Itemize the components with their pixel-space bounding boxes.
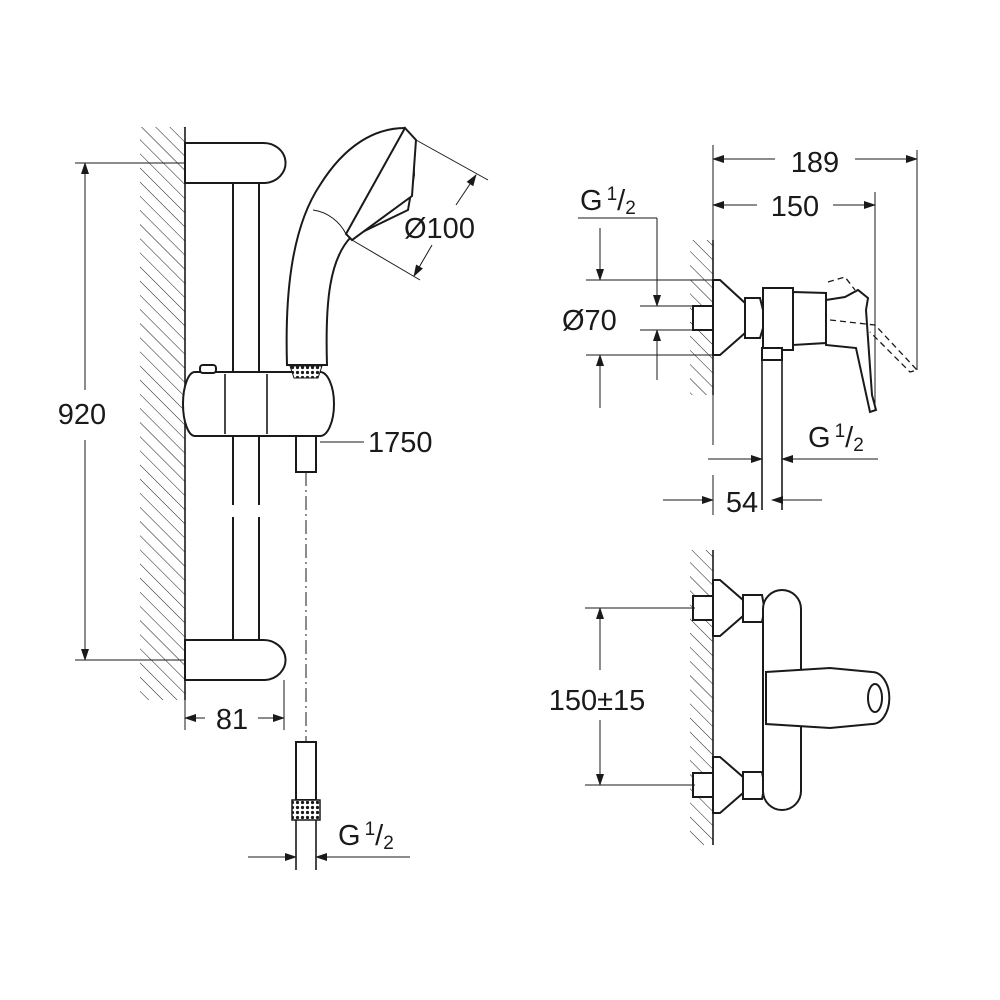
mixer-body [762,287,794,351]
lever-open-position [827,276,919,373]
hose-connector-knurl [289,365,323,379]
top-escutcheon [712,579,744,637]
dim-bar-height: 920 [58,399,106,431]
dim-wall-offset: 81 [216,704,248,736]
slider [182,371,335,437]
hose-nut-knurl [291,799,321,821]
outlet-fitting [761,347,783,361]
dim-line [455,174,477,206]
shower-face [344,126,418,242]
mixer-housing [792,290,827,347]
bottom-hex-nut [742,771,765,800]
bottom-inlet-nipple [692,772,714,798]
hex-nut [744,297,764,339]
bottom-bracket [184,638,287,681]
lever-tip [867,683,883,713]
mixer-lever [825,288,878,414]
top-bracket [184,141,287,184]
dim-line [413,244,433,277]
dim-ext [415,139,489,181]
top-hex-nut [742,594,765,623]
dim-escutcheon-diameter: Ø70 [562,305,617,337]
shower-handle-joint [312,209,347,235]
dim-inlet-spacing: 150±15 [549,685,646,717]
dim-overall-depth: 189 [791,147,839,179]
escutcheon [712,279,746,356]
wall-hatch [140,127,185,700]
dim-head-diameter: Ø100 [404,213,475,245]
dim-hose-length: 1750 [368,427,433,459]
wall-hatch [690,550,713,845]
hose [295,435,317,473]
dim-outlet-offset: 54 [726,487,758,519]
bottom-escutcheon [712,756,744,814]
rail-gap [230,505,262,517]
hose-end [295,741,317,801]
top-inlet-nipple [692,595,714,621]
mixer-lever-front [765,666,891,730]
slider-button [199,364,217,374]
mixer-front-view: 150±15 [549,550,891,845]
inlet-nipple [692,305,714,331]
dim-body-depth: 150 [771,191,819,223]
dim-ext [351,239,421,281]
